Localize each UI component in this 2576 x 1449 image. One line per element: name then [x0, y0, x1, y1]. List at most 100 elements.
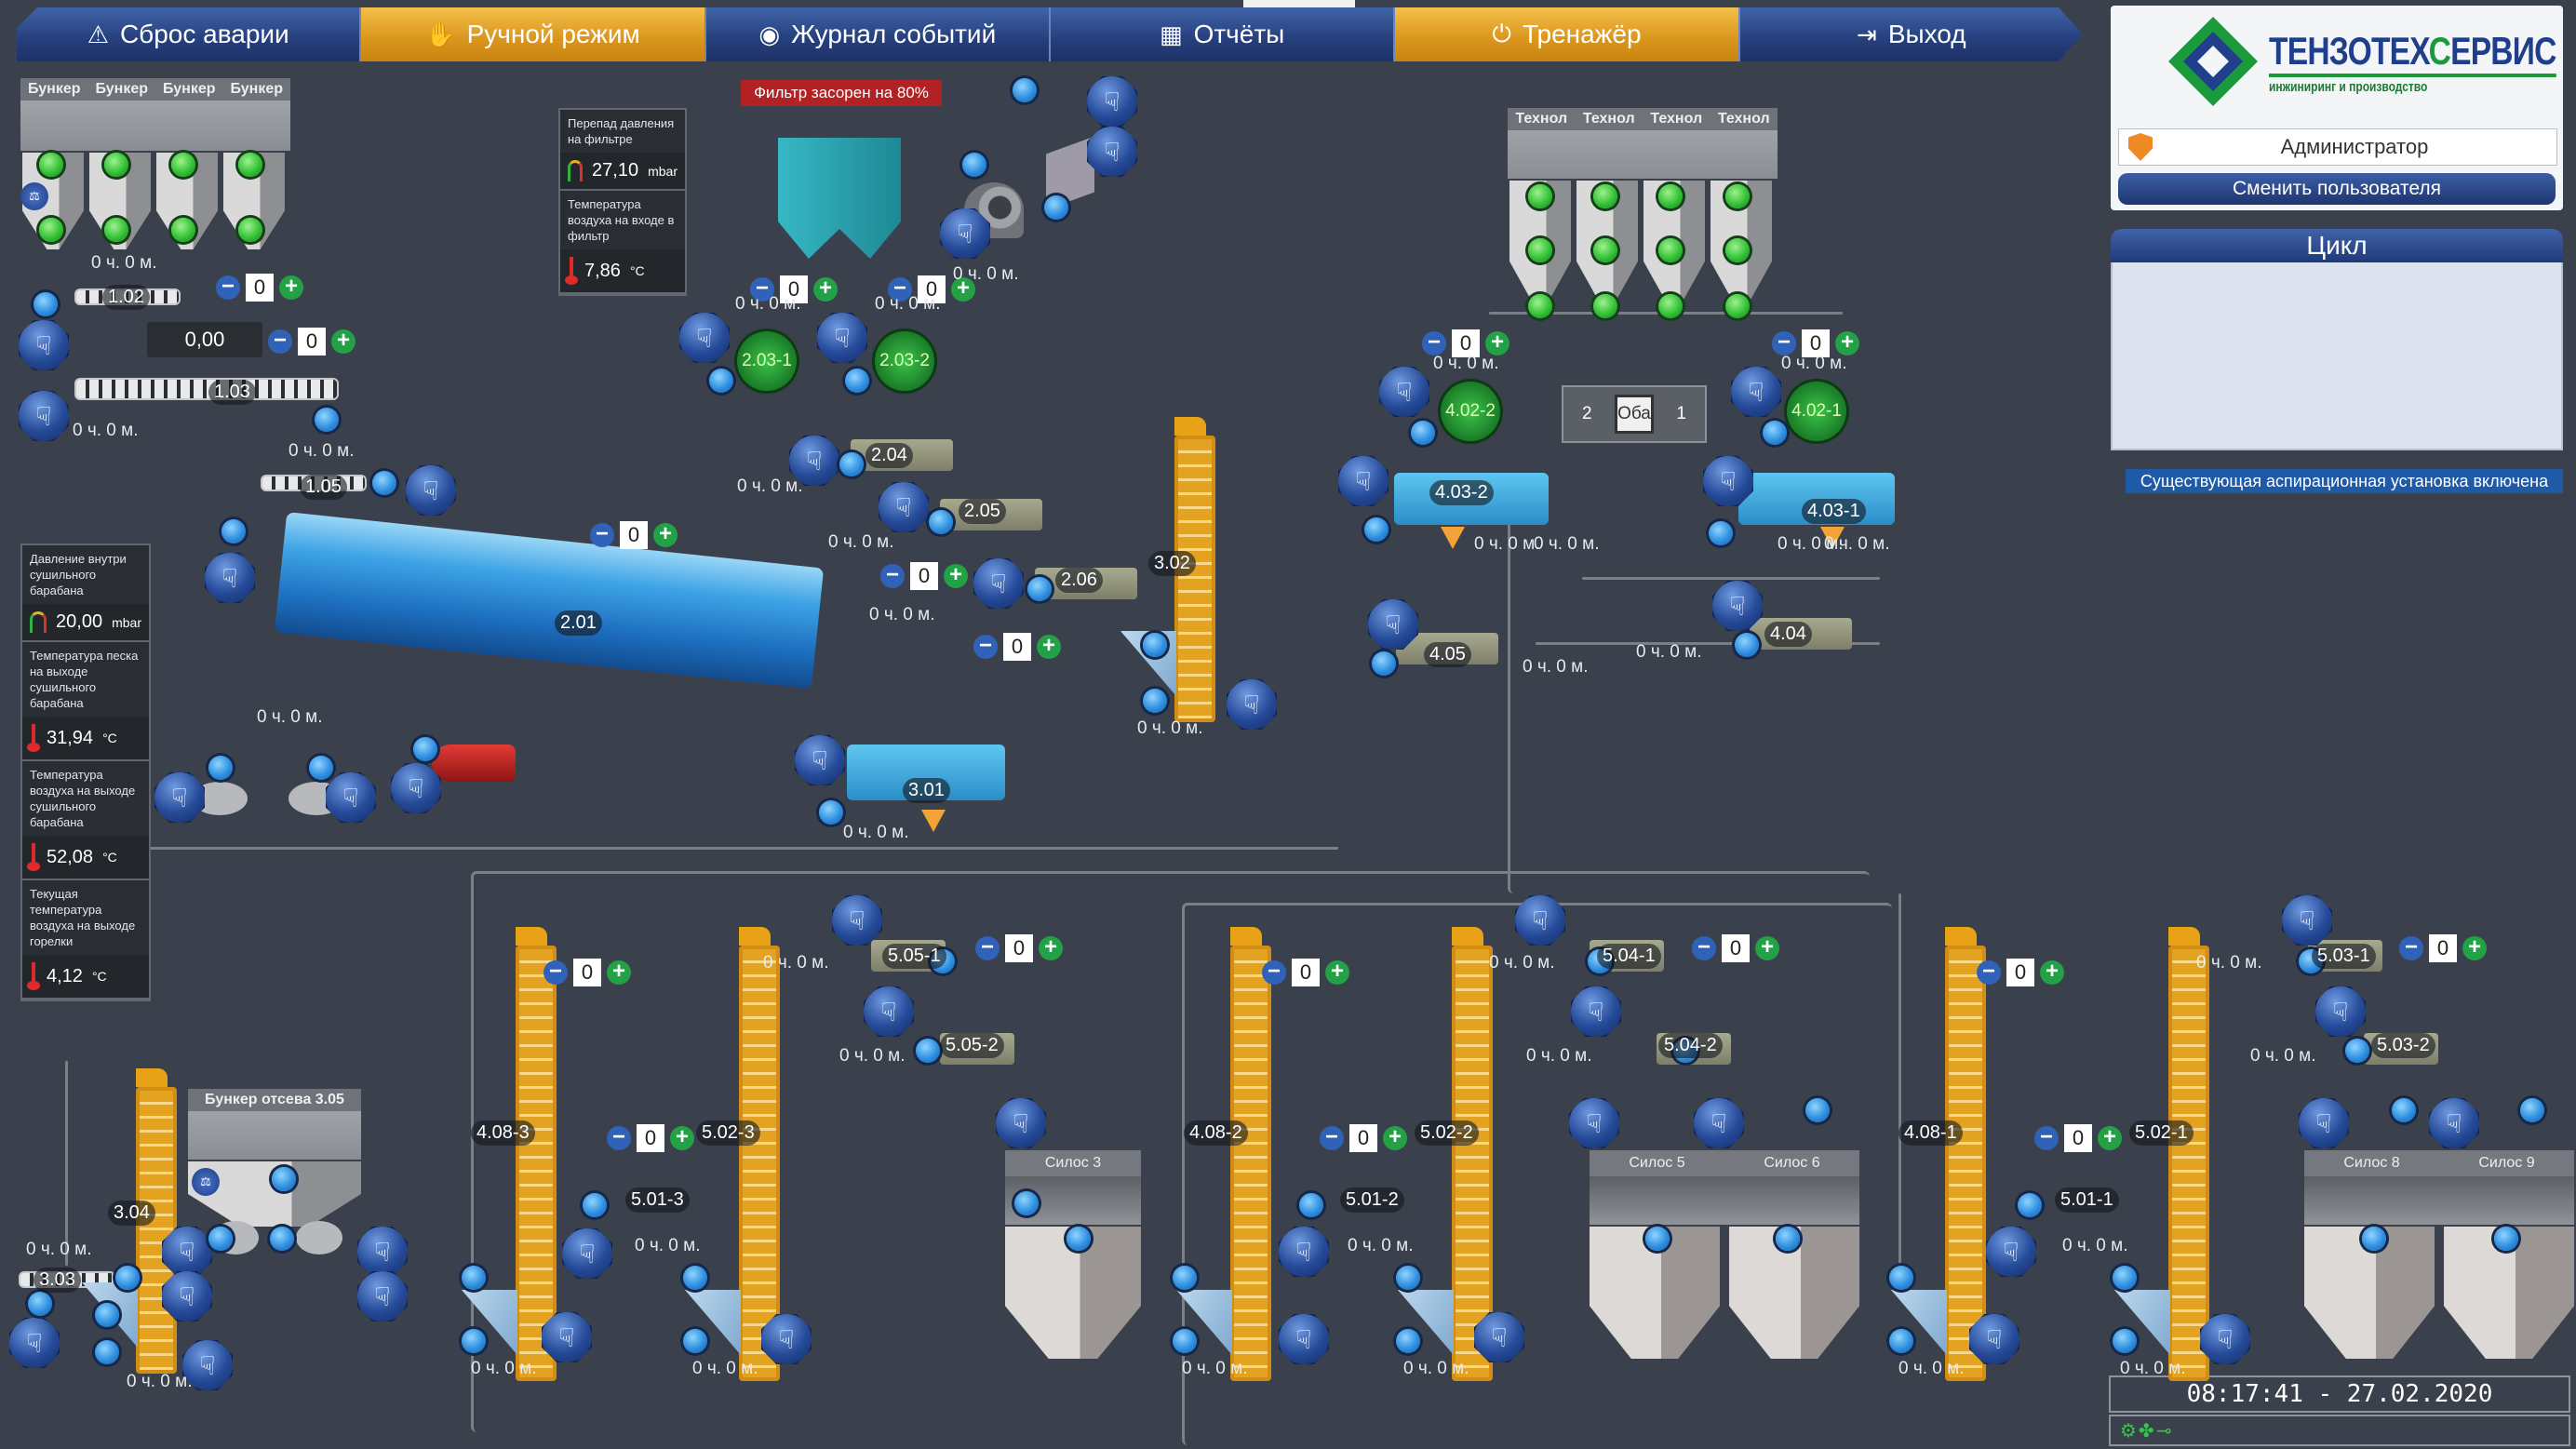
rotary-valve-2.03-1[interactable]: 2.03-1 — [737, 331, 797, 391]
stepper-value[interactable]: 0 — [298, 328, 326, 356]
motor-control-button[interactable]: ☟ — [1571, 986, 1621, 1037]
decrement-button[interactable]: − — [973, 635, 998, 659]
motor-control-button[interactable]: ☟ — [2282, 895, 2332, 946]
status-led[interactable] — [1763, 421, 1787, 445]
nav-reports-button[interactable]: ▦Отчёты — [1050, 7, 1396, 61]
increment-button[interactable]: + — [279, 275, 303, 300]
decrement-button[interactable]: − — [1772, 331, 1796, 356]
motor-control-button[interactable]: ☟ — [182, 1340, 233, 1390]
increment-button[interactable]: + — [1835, 331, 1859, 356]
status-led[interactable] — [28, 1292, 52, 1316]
line-option[interactable]: 1 — [1676, 404, 1686, 423]
status-led[interactable] — [583, 1193, 607, 1217]
increment-button[interactable]: + — [951, 277, 975, 302]
status-led[interactable] — [839, 452, 864, 476]
status-led[interactable] — [2345, 1039, 2369, 1063]
nav-event-log-button[interactable]: ◉Журнал событий — [705, 7, 1051, 61]
rotary-valve-2.03-2[interactable]: 2.03-2 — [875, 331, 934, 391]
increment-button[interactable]: + — [1325, 960, 1349, 985]
increment-button[interactable]: + — [1383, 1126, 1407, 1150]
stepper-value[interactable]: 0 — [620, 521, 648, 549]
stepper-value[interactable]: 0 — [2006, 959, 2034, 986]
status-led[interactable] — [1364, 517, 1389, 542]
status-led[interactable] — [2392, 1098, 2416, 1122]
increment-button[interactable]: + — [1039, 936, 1063, 960]
increment-button[interactable]: + — [331, 329, 356, 354]
status-led[interactable] — [709, 369, 733, 393]
status-led[interactable] — [1709, 521, 1733, 545]
status-led[interactable] — [208, 1227, 233, 1251]
stepper-value[interactable]: 0 — [573, 959, 601, 986]
status-led[interactable] — [683, 1266, 707, 1290]
motor-control-button[interactable]: ☟ — [1338, 456, 1389, 506]
motor-control-button[interactable]: ☟ — [19, 391, 69, 441]
motor-control-button[interactable]: ☟ — [2315, 986, 2366, 1037]
decrement-button[interactable]: − — [750, 277, 774, 302]
weight-sensor-icon[interactable]: ⚖ — [20, 182, 48, 210]
motor-control-button[interactable]: ☟ — [1969, 1314, 2019, 1364]
bucket-elevator[interactable] — [739, 927, 780, 1381]
motor-control-button[interactable]: ☟ — [1474, 1312, 1524, 1362]
increment-button[interactable]: + — [670, 1126, 694, 1150]
motor-control-button[interactable]: ☟ — [154, 772, 205, 823]
motor-control-button[interactable]: ☟ — [789, 436, 839, 486]
motor-control-button[interactable]: ☟ — [391, 763, 441, 813]
motor-control-button[interactable]: ☟ — [1515, 895, 1565, 946]
increment-button[interactable]: + — [2040, 960, 2064, 985]
status-led[interactable] — [962, 153, 986, 177]
stepper-value[interactable]: 0 — [637, 1124, 664, 1152]
stepper-value[interactable]: 0 — [918, 275, 946, 303]
status-led[interactable] — [2018, 1193, 2042, 1217]
decrement-button[interactable]: − — [2034, 1126, 2059, 1150]
decrement-button[interactable]: − — [268, 329, 292, 354]
status-led[interactable] — [309, 756, 333, 780]
status-led[interactable] — [115, 1266, 140, 1290]
motor-control-button[interactable]: ☟ — [879, 482, 929, 532]
decrement-button[interactable]: − — [888, 277, 912, 302]
motor-control-button[interactable]: ☟ — [1986, 1227, 2036, 1277]
stepper-value[interactable]: 0 — [1722, 934, 1750, 962]
motor-control-button[interactable]: ☟ — [795, 735, 845, 785]
decrement-button[interactable]: − — [607, 1126, 631, 1150]
motor-control-button[interactable]: ☟ — [1731, 367, 1781, 417]
motor-control-button[interactable]: ☟ — [162, 1227, 212, 1277]
line-option[interactable]: 2 — [1582, 404, 1592, 423]
motor-control-button[interactable]: ☟ — [1279, 1227, 1329, 1277]
status-led[interactable] — [1735, 633, 1759, 657]
status-led[interactable] — [1889, 1329, 1913, 1353]
status-led[interactable] — [1067, 1227, 1091, 1251]
rotary-valve-4.02-2[interactable]: 4.02-2 — [1441, 382, 1500, 441]
status-led[interactable] — [1013, 78, 1037, 102]
status-led[interactable] — [819, 800, 843, 825]
status-led[interactable] — [95, 1340, 119, 1364]
increment-button[interactable]: + — [1755, 936, 1779, 960]
status-led[interactable] — [1143, 689, 1167, 713]
stepper-value[interactable]: 0 — [780, 275, 808, 303]
motor-control-button[interactable]: ☟ — [973, 558, 1024, 609]
motor-control-button[interactable]: ☟ — [357, 1227, 408, 1277]
nav-manual-mode-button[interactable]: ✋Ручной режим — [361, 7, 706, 61]
line-option[interactable]: Оба — [1614, 395, 1654, 434]
motor-control-button[interactable]: ☟ — [542, 1312, 592, 1362]
status-led[interactable] — [1396, 1329, 1420, 1353]
motor-control-button[interactable]: ☟ — [940, 208, 990, 259]
status-led[interactable] — [1645, 1227, 1670, 1251]
status-led[interactable] — [1143, 633, 1167, 657]
bag-filter[interactable] — [778, 138, 901, 221]
status-led[interactable] — [34, 292, 58, 316]
nav-alarm-reset-button[interactable]: ⚠Сброс аварии — [17, 7, 362, 61]
motor-control-button[interactable]: ☟ — [2200, 1314, 2250, 1364]
filter-alarm-banner[interactable]: Фильтр засорен на 80% — [741, 80, 942, 106]
status-led[interactable] — [683, 1329, 707, 1353]
stepper-value[interactable]: 0 — [1802, 329, 1830, 357]
motor-control-button[interactable]: ☟ — [996, 1098, 1046, 1148]
status-led[interactable] — [221, 519, 246, 543]
motor-control-button[interactable]: ☟ — [1368, 599, 1418, 650]
status-led[interactable] — [372, 471, 396, 495]
motor-control-button[interactable]: ☟ — [1227, 679, 1277, 730]
switch-user-button[interactable]: Сменить пользователя — [2118, 173, 2556, 205]
increment-button[interactable]: + — [607, 960, 631, 985]
conveyor-1-03[interactable] — [74, 378, 339, 400]
status-led[interactable] — [413, 737, 437, 761]
motor-control-button[interactable]: ☟ — [1569, 1098, 1619, 1148]
